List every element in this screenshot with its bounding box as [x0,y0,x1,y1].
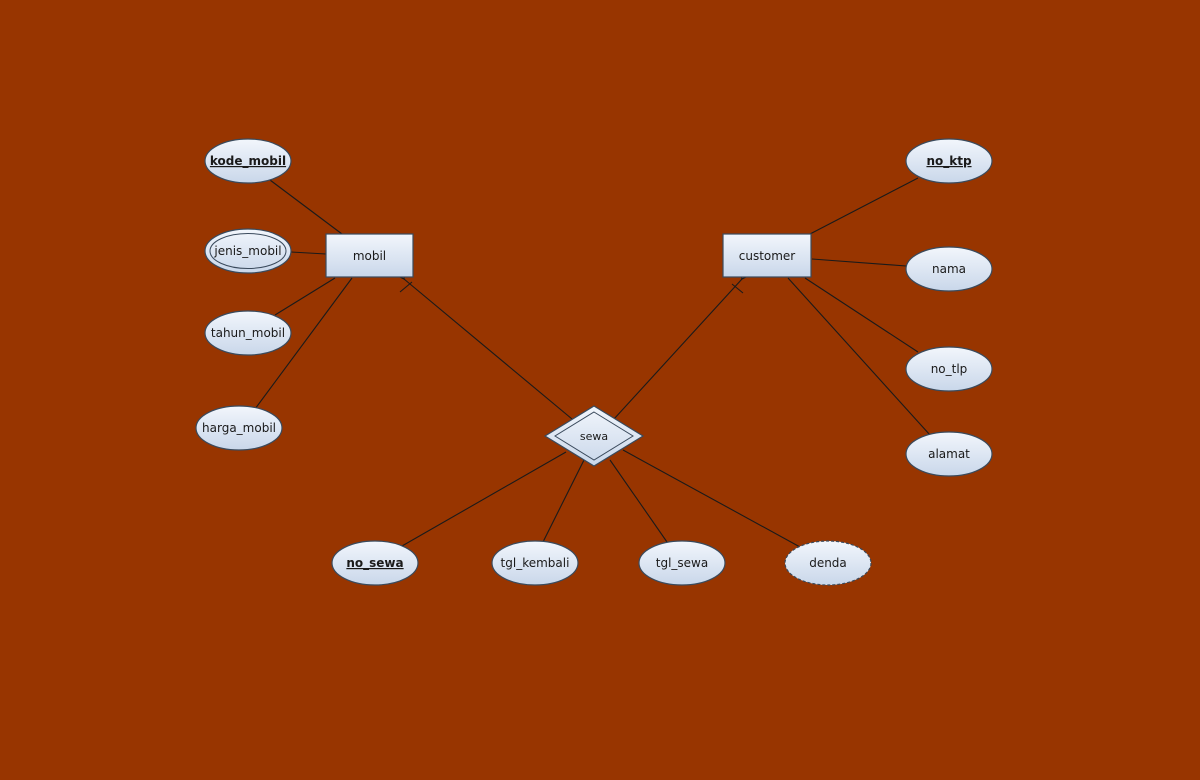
line-mobil-kode-mobil [269,179,343,235]
line-customer-nama [811,258,907,267]
attribute-no-tlp[interactable]: no_tlp [905,346,993,392]
attribute-label-no-sewa: no_sewa [346,556,403,571]
many-mark-mobil-bar [399,281,413,293]
line-sewa-mobil [403,278,573,420]
attribute-kode-mobil[interactable]: kode_mobil [204,138,292,184]
attribute-label-harga-mobil: harga_mobil [202,421,276,435]
attribute-label-tgl-sewa: tgl_sewa [656,556,708,570]
line-sewa-denda [622,449,801,548]
relationship-sewa[interactable]: sewa [543,405,645,467]
connector-lines [254,177,931,548]
line-sewa-customer [613,278,743,420]
line-customer-no-tlp [804,277,919,353]
attribute-no-ktp[interactable]: no_ktp [905,138,993,184]
attribute-label-jenis-mobil: jenis_mobil [213,244,281,258]
line-sewa-tgl-kembali [542,459,585,543]
attribute-label-tgl-kembali: tgl_kembali [501,556,570,570]
attribute-no-sewa[interactable]: no_sewa [331,540,419,586]
attribute-label-no-tlp: no_tlp [931,362,968,376]
attribute-tgl-sewa[interactable]: tgl_sewa [638,540,726,586]
attribute-tgl-kembali[interactable]: tgl_kembali [491,540,579,586]
entity-mobil[interactable]: mobil [325,233,414,278]
attribute-harga-mobil[interactable]: harga_mobil [195,405,283,451]
line-mobil-tahun-mobil [274,277,336,316]
entity-label-mobil: mobil [353,249,386,263]
attribute-label-kode-mobil: kode_mobil [210,154,286,169]
attribute-jenis-mobil[interactable]: jenis_mobil [204,228,292,274]
line-customer-no-ktp [809,177,919,235]
entity-customer[interactable]: customer [722,233,812,278]
line-sewa-no-sewa [401,451,567,547]
attribute-denda[interactable]: denda [784,540,872,586]
relationship-label-sewa: sewa [580,430,608,443]
line-mobil-harga-mobil [254,277,353,410]
line-customer-alamat [787,277,931,436]
attribute-label-nama: nama [932,262,966,276]
attribute-label-denda: denda [809,556,847,570]
attribute-alamat[interactable]: alamat [905,431,993,477]
line-mobil-jenis-mobil [290,251,327,255]
many-mark-customer-bar [731,283,744,294]
attribute-label-no-ktp: no_ktp [926,154,972,169]
entity-label-customer: customer [739,249,796,263]
line-sewa-tgl-sewa [609,459,668,543]
attribute-label-alamat: alamat [928,447,970,461]
attribute-tahun-mobil[interactable]: tahun_mobil [204,310,292,356]
attribute-nama[interactable]: nama [905,246,993,292]
attribute-label-tahun-mobil: tahun_mobil [211,326,285,340]
